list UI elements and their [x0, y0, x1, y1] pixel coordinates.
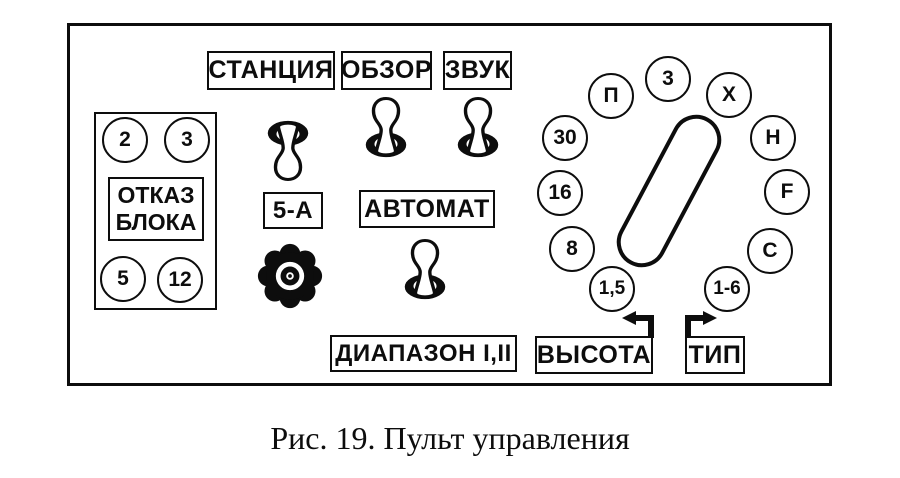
selector-position-1-5: 1,5: [589, 266, 635, 312]
selector-position-30: 30: [542, 115, 588, 161]
selector-position-label: 3: [662, 67, 674, 90]
indicator-lamp-5: 5: [100, 256, 146, 302]
height-label-plate: ВЫСОТА: [535, 336, 653, 374]
selector-position-3: 3: [645, 56, 691, 102]
indicator-lamp-3: 3: [164, 117, 210, 163]
review-label-plate: ОБЗОР: [341, 51, 432, 90]
type-label: ТИП: [688, 340, 742, 369]
fuse-knob[interactable]: [256, 242, 324, 310]
sound-label-plate: ЗВУК: [443, 51, 512, 90]
lamp-label: 5: [117, 267, 129, 290]
selector-position-label: 16: [548, 181, 572, 204]
selector-position-label: Н: [765, 126, 781, 149]
range-label-plate: ДИАПАЗОН I,II: [330, 335, 517, 372]
fuse-label-plate: 5-А: [263, 192, 323, 229]
type-label-plate: ТИП: [685, 336, 745, 374]
sound-toggle-switch[interactable]: [452, 95, 504, 165]
toggle-lever: [463, 96, 493, 157]
selector-position-label: П: [603, 84, 619, 107]
fail-block-label-line2: БЛОКА: [115, 209, 197, 235]
station-toggle-switch[interactable]: [262, 113, 314, 183]
indicator-lamp-12: 12: [157, 257, 203, 303]
selector-knob-lever[interactable]: [530, 60, 810, 320]
selector-position-n: Н: [750, 115, 796, 161]
lamp-label: 12: [168, 268, 192, 291]
automat-toggle-switch[interactable]: [399, 237, 451, 307]
fuse-knob-rosette: [257, 243, 323, 309]
selector-position-1-6: 1-6: [704, 266, 750, 312]
selector-position-label: 1-6: [713, 278, 741, 299]
selector-position-label: С: [762, 239, 778, 262]
selector-position-f: F: [764, 169, 810, 215]
automat-label-plate: АВТОМАТ: [359, 190, 495, 228]
toggle-lever: [410, 238, 440, 299]
selector-position-label: Х: [721, 83, 736, 106]
range-label: ДИАПАЗОН I,II: [335, 339, 512, 367]
height-label: ВЫСОТА: [536, 340, 652, 369]
rotate-left-arrow-icon: [622, 311, 654, 338]
selector-position-p: П: [588, 73, 634, 119]
lamp-label: 3: [181, 128, 193, 151]
station-label-plate: СТАНЦИЯ: [207, 51, 335, 90]
selector-position-label: 8: [566, 237, 578, 260]
sound-label: ЗВУК: [444, 56, 511, 84]
selector-lever-shape: [616, 114, 722, 268]
automat-label: АВТОМАТ: [364, 194, 490, 223]
selector-position-label: 1,5: [598, 278, 626, 299]
fail-block-label-line1: ОТКАЗ: [117, 182, 195, 208]
lamp-label: 2: [119, 128, 131, 151]
selector-position-x: Х: [706, 72, 752, 118]
fail-block-label-plate: ОТКАЗ БЛОКА: [108, 177, 204, 241]
figure-caption: Рис. 19. Пульт управления: [270, 420, 630, 456]
selector-position-label: 30: [553, 126, 577, 149]
review-label: ОБЗОР: [340, 56, 433, 84]
review-toggle-switch[interactable]: [360, 95, 412, 165]
selector-position-s: С: [747, 228, 793, 274]
station-label: СТАНЦИЯ: [208, 56, 334, 84]
selector-position-label: F: [780, 180, 794, 203]
selector-position-16: 16: [537, 170, 583, 216]
selector-position-8: 8: [549, 226, 595, 272]
fuse-label: 5-А: [272, 196, 314, 224]
rotate-right-arrow-icon: [685, 311, 717, 338]
toggle-lever: [371, 96, 401, 157]
toggle-lever: [273, 121, 303, 182]
indicator-lamp-2: 2: [102, 117, 148, 163]
